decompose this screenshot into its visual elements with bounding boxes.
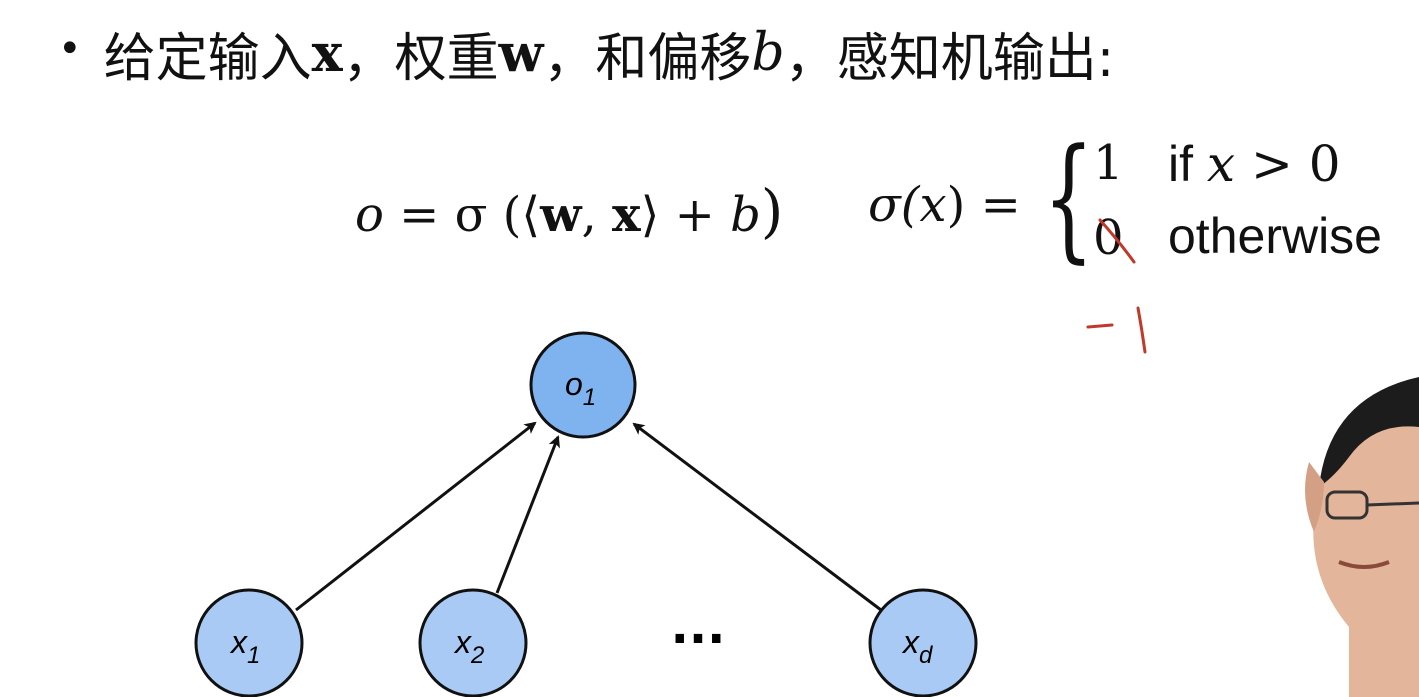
- input-node-x2: x2: [418, 588, 528, 697]
- ellipsis: ···: [671, 611, 726, 667]
- heading-text-3: ，和偏移: [543, 28, 752, 89]
- svg-text:xd: xd: [901, 624, 933, 669]
- formula-b: b: [730, 187, 761, 243]
- svg-text:x2: x2: [453, 624, 484, 669]
- case1-condition: if x > 0: [1168, 135, 1341, 193]
- edge-x2-o1: [495, 435, 560, 594]
- heading-text-4: ，感知机输出:: [784, 28, 1115, 89]
- heading-text-1: 给定输入: [103, 28, 312, 89]
- sigma-x: x: [919, 177, 947, 233]
- presenter-video: [1305, 377, 1419, 697]
- case1-value: 1: [1093, 135, 1124, 191]
- formula-x: x: [611, 187, 641, 243]
- heading-text-2: ，权重: [342, 28, 499, 89]
- sigma-eq: ) =: [946, 177, 1021, 233]
- formula-sigma-open: = σ (⟨: [383, 187, 541, 243]
- formula-comma: ,: [581, 187, 612, 243]
- sigma-open: σ(: [868, 177, 920, 233]
- sigma-definition: σ(x) =: [868, 177, 1021, 233]
- perceptron-formula: o = σ (⟨w, x⟩ + b) σ(x) = { 1 if x > 0 0…: [355, 131, 1419, 285]
- case1-if: if: [1168, 136, 1207, 192]
- svg-text:o1: o1: [565, 366, 596, 411]
- formula-close: ⟩ +: [640, 187, 731, 243]
- output-node-o1: o1: [529, 331, 637, 439]
- case1-var: x: [1206, 135, 1236, 193]
- output-equation: o = σ (⟨w, x⟩ + b): [355, 177, 783, 245]
- formula-w: w: [540, 187, 582, 243]
- edge-xd-o1: [632, 422, 882, 612]
- bullet-dot: •: [58, 26, 82, 72]
- input-node-xd: xd: [868, 588, 978, 697]
- case2-condition: otherwise: [1168, 208, 1382, 264]
- formula-paren: ): [760, 177, 784, 245]
- edge-x1-o1: [295, 421, 537, 612]
- heading-var-w: w: [498, 22, 544, 84]
- heading-var-x: x: [311, 22, 343, 84]
- case2-value: 0: [1093, 210, 1124, 266]
- formula-o: o: [355, 187, 384, 243]
- svg-text:x1: x1: [229, 624, 260, 669]
- case1-rest: > 0: [1235, 135, 1341, 193]
- bullet-heading: • 给定输入 x ，权重 w ，和偏移 b ，感知机输出:: [58, 8, 1114, 98]
- heading-var-b: b: [751, 23, 785, 83]
- cases-brace: {: [1043, 120, 1095, 276]
- input-node-x1: x1: [194, 588, 304, 697]
